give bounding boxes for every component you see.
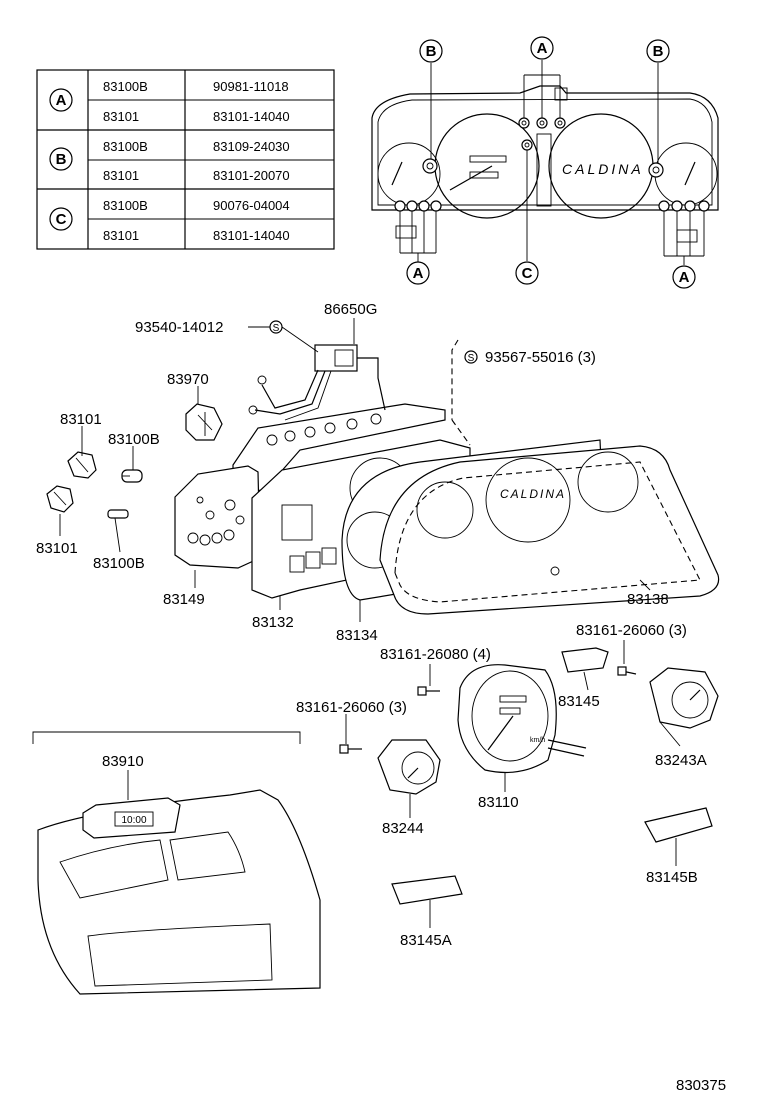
svg-text:S: S (468, 353, 475, 364)
label-83101-top: 83101 (60, 411, 102, 428)
label-83100b-bottom: 83100B (93, 555, 145, 572)
callout-c: C (515, 261, 539, 285)
label-83161-26060-left: 83161-26060 (3) (296, 699, 407, 716)
label-83161-26080: 83161-26080 (4) (380, 646, 491, 663)
part-labels: 86650G 93540-14012 93567-55016 (3) 83970… (36, 301, 726, 1094)
label-83134: 83134 (336, 627, 378, 644)
label-83138: 83138 (627, 591, 669, 608)
label-86650g: 86650G (324, 301, 377, 318)
callout-a-bottom-right: A (672, 265, 696, 289)
svg-text:B: B (426, 43, 437, 60)
table-key-c: C (56, 211, 67, 228)
part-83110-speedometer: km/h (457, 664, 587, 774)
table-row-4-number: 83101-20070 (213, 168, 290, 183)
screw-symbol-93567: S (451, 339, 478, 446)
cluster-brand-text: CALDINA (562, 161, 644, 177)
part-86650g-harness (248, 344, 386, 421)
table-key-a: A (56, 92, 67, 109)
table-row-3-part: 83100B (103, 139, 148, 154)
socket-group (394, 117, 710, 212)
part-83970-socket (185, 403, 223, 441)
screw-symbol-93540: S (248, 320, 319, 353)
table-row-1-part: 83100B (103, 79, 148, 94)
part-83149-plate (174, 465, 261, 569)
label-83910: 83910 (102, 753, 144, 770)
lens-brand-text: CALDINA (500, 487, 566, 501)
label-83149: 83149 (163, 591, 205, 608)
table-row-5-part: 83100B (103, 198, 148, 213)
label-83243a: 83243A (655, 752, 707, 769)
cluster-rear-view: CALDINA (371, 36, 719, 289)
table-row-2-part: 83101 (103, 109, 139, 124)
label-83244: 83244 (382, 820, 424, 837)
table-key-c-circle: C (49, 207, 73, 231)
callout-a-top: A (530, 36, 554, 60)
svg-text:C: C (522, 265, 533, 282)
label-83145b: 83145B (646, 869, 698, 886)
table-row-6-number: 83101-14040 (213, 228, 290, 243)
svg-text:S: S (273, 323, 280, 334)
part-83145a-cover (391, 875, 463, 905)
label-83145a: 83145A (400, 932, 452, 949)
label-83161-26060-right: 83161-26060 (3) (576, 622, 687, 639)
label-83100b-top: 83100B (108, 431, 160, 448)
callout-a-bottom-left: A (406, 261, 430, 285)
dashboard-inset: 10:00 (32, 731, 321, 995)
part-83100b-bulb-bottom (107, 509, 129, 519)
part-83145b-cover (644, 807, 713, 843)
exploded-cluster-assembly: CALDINA S (46, 318, 720, 928)
table-key-b: B (56, 151, 67, 168)
callout-b-right: B (646, 39, 670, 63)
table-row-2-number: 83101-14040 (213, 109, 290, 124)
part-83910-clock: 10:00 (82, 797, 181, 839)
speedometer-unit: km/h (530, 737, 545, 744)
screw-group (339, 666, 637, 754)
label-83132: 83132 (252, 614, 294, 631)
table-key-b-circle: B (49, 147, 73, 171)
part-83244-gauge (377, 739, 441, 795)
part-83101-socket-top (67, 451, 97, 479)
part-83145-cover (561, 647, 609, 673)
callout-b-left: B (419, 39, 443, 63)
svg-text:A: A (537, 40, 548, 57)
svg-text:A: A (679, 269, 690, 286)
table-row-5-number: 90076-04004 (213, 198, 290, 213)
label-93540-14012: 93540-14012 (135, 319, 223, 336)
part-83243a-gauge (649, 667, 719, 729)
table-key-a-circle: A (49, 88, 73, 112)
svg-text:B: B (653, 43, 664, 60)
table-row-4-part: 83101 (103, 168, 139, 183)
label-83101-bottom: 83101 (36, 540, 78, 557)
part-83138-lens: CALDINA (379, 445, 720, 615)
clock-readout: 10:00 (121, 815, 146, 826)
figure-number: 830375 (676, 1077, 726, 1094)
label-83145: 83145 (558, 693, 600, 710)
table-row-1-number: 90981-11018 (213, 79, 289, 94)
label-83970: 83970 (167, 371, 209, 388)
svg-text:A: A (413, 265, 424, 282)
label-83110: 83110 (478, 794, 519, 811)
part-83101-socket-bottom (46, 485, 74, 513)
label-93567-55016: 93567-55016 (3) (485, 349, 596, 366)
part-83100b-bulb-top (121, 469, 143, 483)
bulb-socket-table: A B C 83100B 90981-11018 83101 83101-140… (36, 69, 335, 250)
table-row-6-part: 83101 (103, 228, 139, 243)
table-row-3-number: 83109-24030 (213, 139, 290, 154)
